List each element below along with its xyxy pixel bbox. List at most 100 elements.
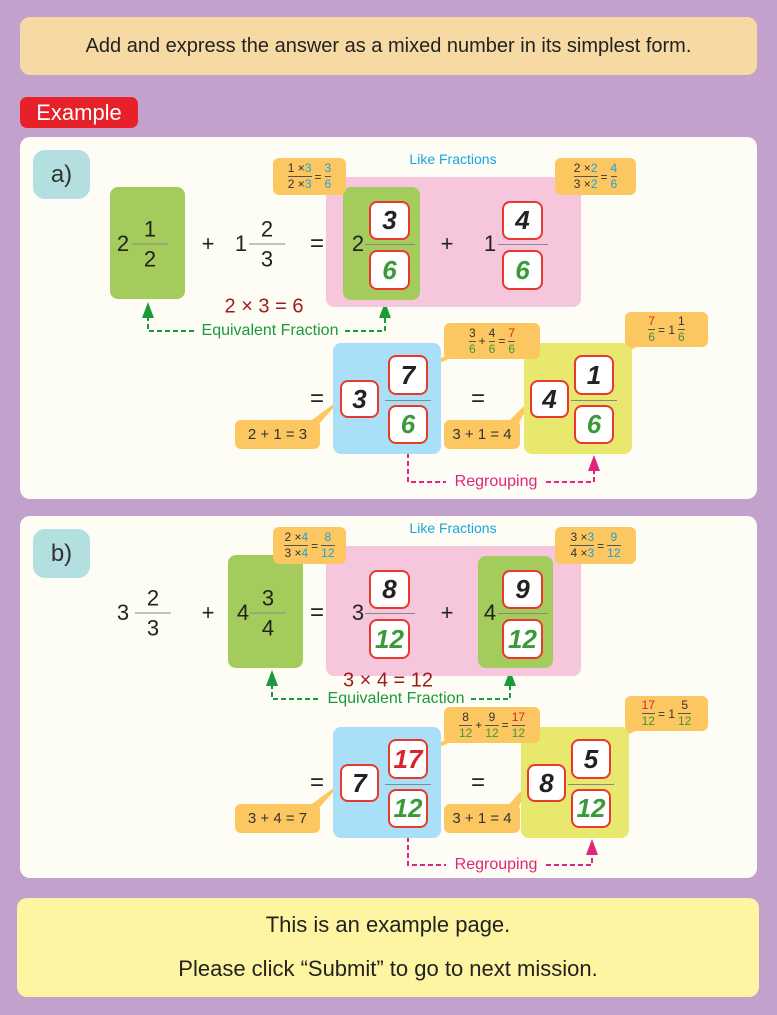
denominator-part: 2 (590, 177, 598, 191)
mini-denominator: 3 ×2 (574, 178, 598, 191)
fraction-bar (485, 724, 499, 726)
mini-numerator: 7 (648, 315, 655, 328)
operand1-whole: 3 (116, 600, 130, 625)
equiv1-denominator-box: 12 (369, 619, 410, 659)
problem-label: a) (33, 150, 90, 199)
numerator-part: 3 (304, 161, 312, 175)
equals-sign: = (314, 169, 322, 184)
fraction-bar (607, 545, 621, 546)
plus-sign: + (475, 718, 483, 732)
operand1-whole: 2 (116, 231, 130, 256)
equiv2-whole: 4 (483, 600, 497, 625)
arrow-up-icon (504, 670, 516, 686)
equiv1-whole: 2 (351, 231, 365, 256)
instruction-banner: Add and express the answer as a mixed nu… (20, 17, 757, 75)
mini-fraction: 3 ×3 4 ×3 (570, 530, 595, 560)
equals-sign: = 1 (657, 322, 675, 337)
mini-denominator: 12 (678, 715, 691, 728)
fraction-bar (678, 329, 685, 330)
highlight-operand (228, 555, 303, 668)
numerator-part: 9 (610, 530, 618, 544)
mini-numerator: 17 (511, 709, 526, 724)
sum-whole-box: 7 (340, 764, 379, 802)
mini-numerator: 3 (325, 162, 332, 175)
fraction-bar (287, 176, 312, 177)
equals-sign: = 1 (657, 706, 675, 721)
regroup-connector-right (546, 855, 593, 866)
mini-denominator: 6 (325, 178, 332, 191)
denominator-part: 4 (301, 546, 309, 560)
denominator-part: 12 (607, 546, 621, 560)
mini-numerator: 1 ×3 (288, 162, 312, 175)
mini-numerator: 9 (611, 531, 618, 544)
numerator-part: 4 (301, 530, 309, 544)
mini-denominator: 4 ×3 (570, 547, 594, 560)
plus-sign: + (440, 600, 454, 625)
mini-denominator: 12 (321, 547, 334, 560)
numerator-part: 3 (468, 325, 476, 340)
numerator-part: 8 (324, 530, 332, 544)
fraction-bar (511, 724, 526, 726)
numerator-part: 9 (488, 709, 496, 724)
regroup-whole-text: 3 + 1 = 4 (452, 426, 512, 443)
plus-sign: + (201, 600, 215, 625)
regroup-whole-text: 3 + 1 = 4 (452, 810, 512, 827)
lcd-calculation: 2 × 3 = 6 (224, 295, 304, 318)
lcd-calculation: 3 × 4 = 12 (342, 669, 434, 692)
denominator: 3 (260, 246, 274, 272)
equiv1-whole: 3 (351, 600, 365, 625)
result-numerator-box: 5 (571, 739, 611, 779)
mini-numerator: 2 ×4 (284, 531, 308, 544)
highlight-operand (110, 187, 185, 299)
denominator-part: 12 (641, 714, 655, 728)
mini-numerator: 8 (325, 531, 332, 544)
fraction-bar (678, 713, 692, 714)
mini-numerator: 3 (468, 325, 476, 340)
example-tag: Example (20, 97, 138, 128)
denominator-part: 3 × (573, 177, 591, 191)
numerator: 2 (146, 585, 160, 611)
operand2-whole: 4 (236, 600, 250, 625)
regrouping-label: Regrouping (452, 856, 540, 874)
equals-sign: = (309, 385, 325, 412)
fraction-bar (284, 545, 309, 546)
sum-denominator-box: 6 (388, 405, 428, 444)
footer-note: This is an example page. Please click “S… (17, 898, 759, 997)
regroup-connector-left (407, 445, 446, 483)
result-numerator-box: 1 (574, 355, 614, 395)
mini-denominator: 2 ×3 (288, 178, 312, 191)
mini-numerator: 4 (489, 326, 496, 340)
regroup-connector-right (546, 471, 595, 483)
fraction-bar (570, 545, 595, 546)
result-whole-box: 4 (530, 380, 569, 418)
result-whole-box: 8 (527, 764, 566, 802)
equals-sign: = (470, 769, 486, 796)
equivalent-connector-left (147, 316, 195, 332)
operand2-whole: 1 (234, 231, 248, 256)
regroup-whole-callout: 3 + 1 = 4 (444, 420, 520, 449)
whole-sum-callout: 2 + 1 = 3 (235, 420, 320, 449)
fraction-bar (498, 613, 548, 614)
equiv2-denominator-box: 6 (502, 250, 543, 290)
fraction-bar (498, 244, 548, 245)
equivalent-connector-left (271, 684, 321, 700)
fraction-bar (365, 613, 415, 614)
numerator-part: 3 × (570, 530, 588, 544)
arrow-up-icon (586, 839, 598, 855)
numerator-part: 3 (587, 530, 595, 544)
numerator-part: 17 (511, 709, 526, 724)
numerator-part: 7 (508, 325, 516, 340)
